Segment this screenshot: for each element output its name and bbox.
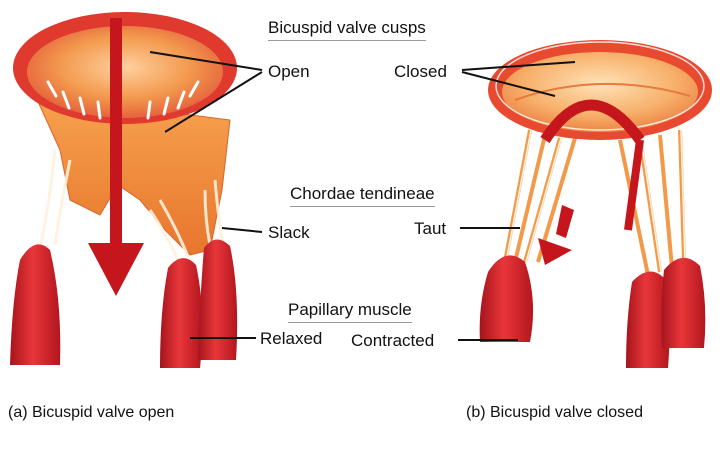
- closed-papillary-muscle-right: [661, 257, 706, 348]
- label-relaxed: Relaxed: [260, 329, 323, 348]
- open-flow-arrow: [88, 18, 144, 296]
- closed-cusps: [502, 52, 698, 132]
- label-slack: Slack: [268, 223, 310, 242]
- leader-closed-upper: [461, 61, 576, 71]
- heading-chordae-tendineae: Chordae tendineae: [290, 184, 435, 207]
- closed-curved-flow-arrow: [540, 99, 645, 144]
- leader-lines: [149, 51, 576, 341]
- open-orifice: [27, 26, 223, 118]
- open-orifice-slits: [46, 80, 200, 120]
- label-open: Open: [268, 62, 310, 81]
- open-papillary-muscle-middle: [160, 258, 203, 368]
- label-contracted: Contracted: [351, 331, 435, 350]
- closed-papillary-muscle-left: [479, 255, 534, 342]
- closed-valve: [479, 40, 712, 368]
- open-papillary-muscle-left: [10, 244, 61, 365]
- caption-closed: (b) Bicuspid valve closed: [466, 404, 643, 421]
- closed-chordae: [503, 129, 686, 276]
- leader-open-upper: [149, 51, 263, 71]
- closed-ring-edge: [495, 41, 705, 131]
- closed-cusp-seam: [514, 83, 691, 101]
- caption-open: (a) Bicuspid valve open: [8, 404, 175, 421]
- leader-closed-lower: [461, 71, 556, 97]
- closed-papillary-muscle-middle: [626, 271, 670, 368]
- heading-papillary-muscle: Papillary muscle: [288, 300, 412, 323]
- leader-slack: [221, 227, 263, 233]
- heading-bicuspid-valve-cusps: Bicuspid valve cusps: [268, 18, 426, 41]
- closed-flow-arrow: [538, 205, 574, 265]
- closed-curved-flow-arrow-tail: [624, 139, 644, 231]
- leader-open-lower: [164, 71, 263, 133]
- closed-chordae-highlights: [505, 129, 686, 273]
- open-valve: [10, 12, 238, 368]
- label-taut: Taut: [414, 219, 447, 238]
- label-closed: Closed: [394, 62, 447, 81]
- open-papillary-muscle-right: [198, 239, 238, 360]
